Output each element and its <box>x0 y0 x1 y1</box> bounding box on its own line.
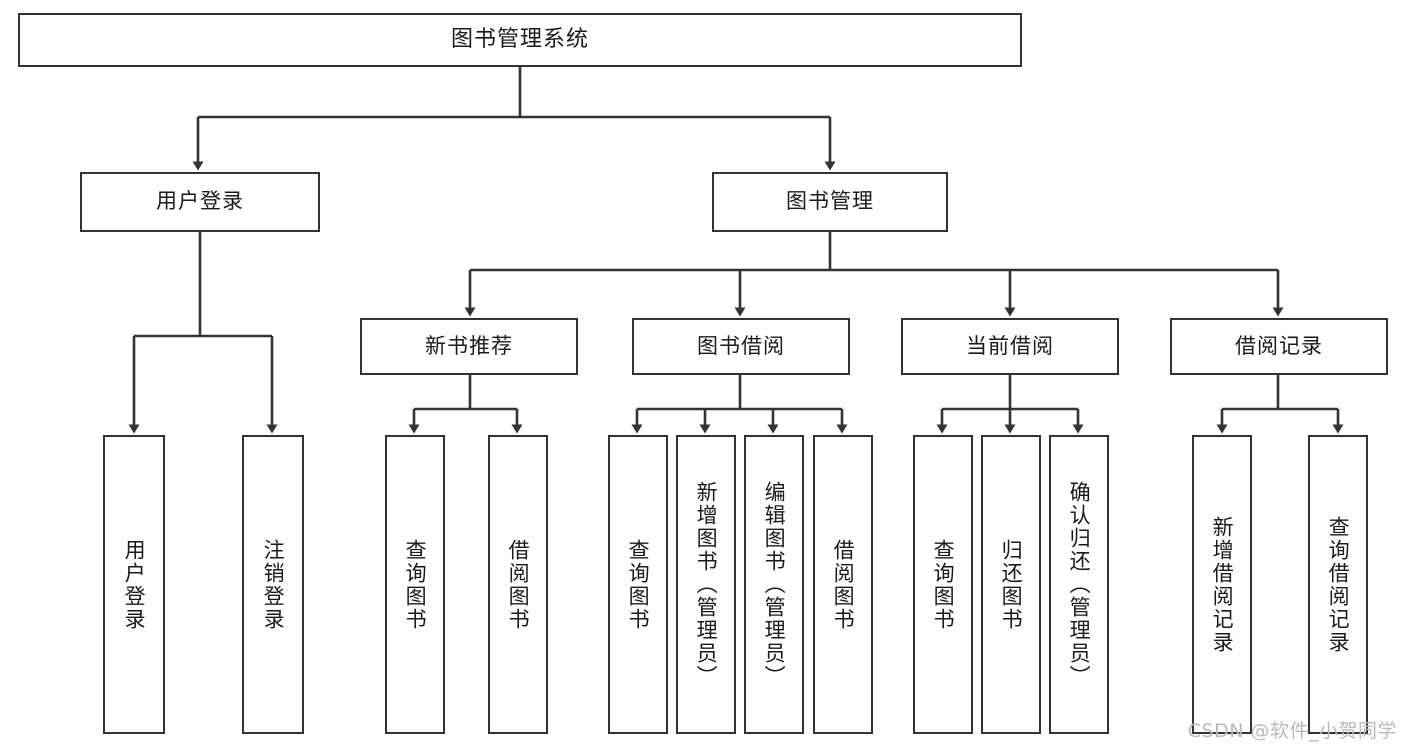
node-leaf-add-book[interactable]: 新增图书（管理员） <box>676 435 736 734</box>
node-root-label: 图书管理系统 <box>450 26 589 52</box>
node-leaf-query-book-2[interactable]: 查询图书 <box>608 435 668 734</box>
node-leaf-edit-book-label: 编辑图书（管理员） <box>762 481 787 688</box>
node-book-management[interactable]: 图书管理 <box>712 172 948 232</box>
watermark-text: CSDN @软件_小贺同学 <box>1187 720 1397 742</box>
node-leaf-borrow-book-2-label: 借阅图书 <box>831 538 856 631</box>
node-leaf-query-book-3[interactable]: 查询图书 <box>913 435 973 734</box>
node-book-borrow-label: 图书借阅 <box>697 333 785 358</box>
node-leaf-borrow-book-1-label: 借阅图书 <box>506 538 531 631</box>
node-current-borrow-label: 当前借阅 <box>966 333 1054 358</box>
node-user-login[interactable]: 用户登录 <box>80 172 320 232</box>
node-book-borrow[interactable]: 图书借阅 <box>632 318 850 375</box>
node-new-book-recommend-label: 新书推荐 <box>425 333 513 358</box>
node-book-management-label: 图书管理 <box>786 189 874 214</box>
node-leaf-logout-login-label: 注销登录 <box>261 538 286 631</box>
node-leaf-user-login-label: 用户登录 <box>122 538 147 631</box>
node-leaf-query-record-label: 查询借阅记录 <box>1326 515 1351 654</box>
node-leaf-add-book-label: 新增图书（管理员） <box>694 481 719 688</box>
node-leaf-add-record-label: 新增借阅记录 <box>1210 515 1235 654</box>
node-leaf-borrow-book-2[interactable]: 借阅图书 <box>813 435 873 734</box>
node-leaf-confirm-return-label: 确认归还（管理员） <box>1067 481 1092 688</box>
node-leaf-return-book[interactable]: 归还图书 <box>981 435 1041 734</box>
node-leaf-borrow-book-1[interactable]: 借阅图书 <box>488 435 548 734</box>
node-leaf-logout-login[interactable]: 注销登录 <box>242 435 304 734</box>
node-leaf-query-book-2-label: 查询图书 <box>626 538 651 631</box>
node-leaf-edit-book[interactable]: 编辑图书（管理员） <box>744 435 804 734</box>
node-root-system[interactable]: 图书管理系统 <box>18 13 1022 67</box>
node-borrow-record-label: 借阅记录 <box>1235 333 1323 358</box>
node-borrow-record[interactable]: 借阅记录 <box>1170 318 1388 375</box>
node-new-book-recommend[interactable]: 新书推荐 <box>360 318 578 375</box>
node-leaf-query-record[interactable]: 查询借阅记录 <box>1308 435 1368 734</box>
node-leaf-return-book-label: 归还图书 <box>999 538 1024 631</box>
node-leaf-query-book-1[interactable]: 查询图书 <box>385 435 445 734</box>
node-leaf-query-book-1-label: 查询图书 <box>403 538 428 631</box>
node-user-login-label: 用户登录 <box>156 189 244 214</box>
node-leaf-user-login[interactable]: 用户登录 <box>103 435 165 734</box>
node-leaf-add-record[interactable]: 新增借阅记录 <box>1192 435 1252 734</box>
node-leaf-query-book-3-label: 查询图书 <box>931 538 956 631</box>
node-current-borrow[interactable]: 当前借阅 <box>901 318 1119 375</box>
node-leaf-confirm-return[interactable]: 确认归还（管理员） <box>1049 435 1109 734</box>
